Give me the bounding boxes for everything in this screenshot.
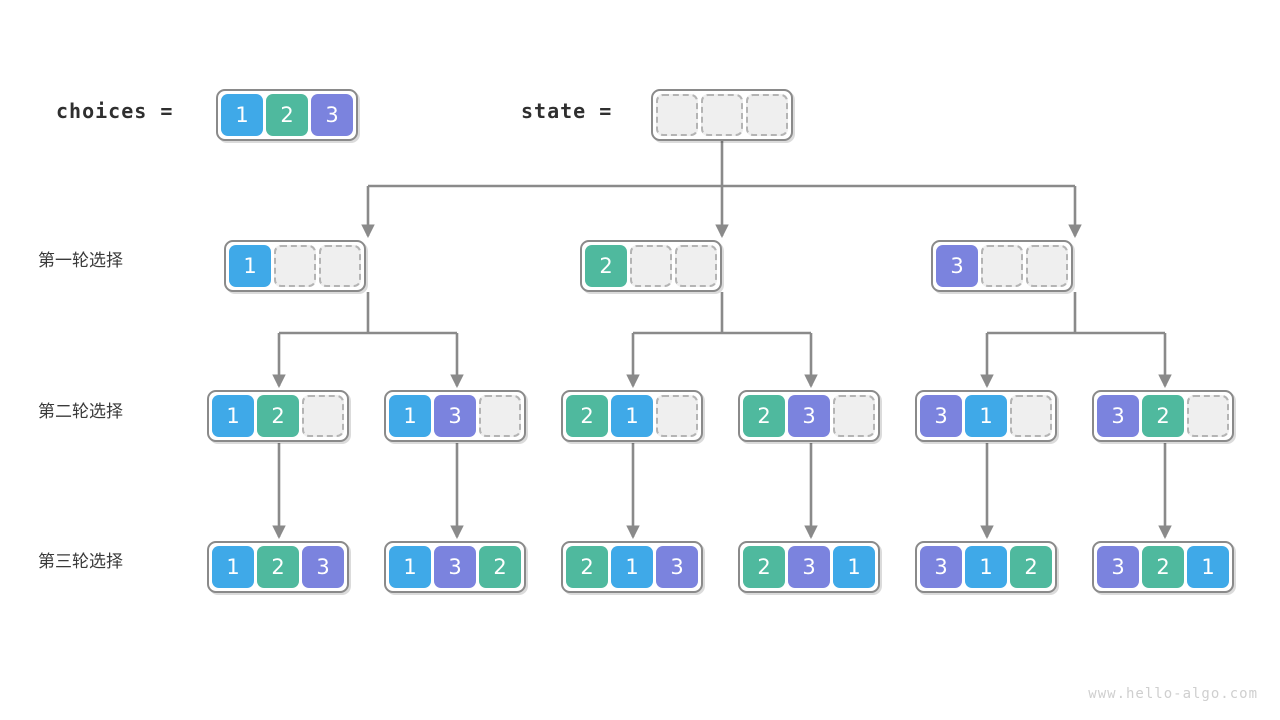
round-1-node-2: 2 bbox=[580, 240, 722, 292]
choices-label: choices = bbox=[56, 99, 174, 123]
state-label: state = bbox=[521, 99, 613, 123]
round-3-node-3-cell-0-value-2: 2 bbox=[566, 546, 608, 588]
round-3-node-1-cell-0-value-1: 1 bbox=[212, 546, 254, 588]
round-2-node-1-cell-1-value-2: 2 bbox=[257, 395, 299, 437]
round-2-node-4-cell-0-value-2: 2 bbox=[743, 395, 785, 437]
site-watermark: www.hello-algo.com bbox=[1088, 686, 1258, 702]
round-2-node-2-cell-1-value-3: 3 bbox=[434, 395, 476, 437]
row-label-round-2: 第二轮选择 bbox=[38, 402, 123, 422]
round-2-node-4-cell-1-value-3: 3 bbox=[788, 395, 830, 437]
round-1-node-3: 3 bbox=[931, 240, 1073, 292]
round-3-node-1-cell-2-value-3: 3 bbox=[302, 546, 344, 588]
round-1-node-1: 1 bbox=[224, 240, 366, 292]
round-1-node-2-cell-1-empty bbox=[630, 245, 672, 287]
round-2-node-2-cell-0-value-1: 1 bbox=[389, 395, 431, 437]
round-2-node-5-cell-2-empty bbox=[1010, 395, 1052, 437]
row-label-round-1: 第一轮选择 bbox=[38, 251, 123, 271]
state-cell-1-empty bbox=[701, 94, 743, 136]
round-2-node-5-cell-1-value-1: 1 bbox=[965, 395, 1007, 437]
choices-cell-0-value-1: 1 bbox=[221, 94, 263, 136]
choices-cell-2-value-3: 3 bbox=[311, 94, 353, 136]
state-cell-0-empty bbox=[656, 94, 698, 136]
round-1-node-1-cell-2-empty bbox=[319, 245, 361, 287]
round-2-node-1-cell-0-value-1: 1 bbox=[212, 395, 254, 437]
round-1-node-1-cell-0-value-1: 1 bbox=[229, 245, 271, 287]
round-3-node-2-cell-0-value-1: 1 bbox=[389, 546, 431, 588]
round-2-node-5-cell-0-value-3: 3 bbox=[920, 395, 962, 437]
round-2-node-3-cell-2-empty bbox=[656, 395, 698, 437]
round-3-node-2-cell-2-value-2: 2 bbox=[479, 546, 521, 588]
round-2-node-3-cell-0-value-2: 2 bbox=[566, 395, 608, 437]
round-2-node-6-cell-2-empty bbox=[1187, 395, 1229, 437]
round-2-node-1-cell-2-empty bbox=[302, 395, 344, 437]
round-3-node-1-cell-1-value-2: 2 bbox=[257, 546, 299, 588]
round-3-node-4-cell-2-value-1: 1 bbox=[833, 546, 875, 588]
round-1-node-3-cell-1-empty bbox=[981, 245, 1023, 287]
round-3-node-4-cell-0-value-2: 2 bbox=[743, 546, 785, 588]
round-1-node-2-cell-2-empty bbox=[675, 245, 717, 287]
round-1-node-1-cell-1-empty bbox=[274, 245, 316, 287]
round-3-node-3-cell-2-value-3: 3 bbox=[656, 546, 698, 588]
round-3-node-4-cell-1-value-3: 3 bbox=[788, 546, 830, 588]
round-2-node-2-cell-2-empty bbox=[479, 395, 521, 437]
round-3-node-5-cell-1-value-1: 1 bbox=[965, 546, 1007, 588]
round-2-node-6-cell-1-value-2: 2 bbox=[1142, 395, 1184, 437]
round-3-node-6-cell-1-value-2: 2 bbox=[1142, 546, 1184, 588]
round-3-node-2-cell-1-value-3: 3 bbox=[434, 546, 476, 588]
round-1-node-2-cell-0-value-2: 2 bbox=[585, 245, 627, 287]
round-2-node-3-cell-1-value-1: 1 bbox=[611, 395, 653, 437]
round-1-node-3-cell-0-value-3: 3 bbox=[936, 245, 978, 287]
round-3-node-6-cell-0-value-3: 3 bbox=[1097, 546, 1139, 588]
round-3-node-6-cell-2-value-1: 1 bbox=[1187, 546, 1229, 588]
round-1-node-3-cell-2-empty bbox=[1026, 245, 1068, 287]
choices-cell-1-value-2: 2 bbox=[266, 94, 308, 136]
state-cell-2-empty bbox=[746, 94, 788, 136]
round-3-node-3-cell-1-value-1: 1 bbox=[611, 546, 653, 588]
round-2-node-4-cell-2-empty bbox=[833, 395, 875, 437]
round-3-node-5-cell-0-value-3: 3 bbox=[920, 546, 962, 588]
state-array bbox=[651, 89, 793, 141]
round-2-node-6-cell-0-value-3: 3 bbox=[1097, 395, 1139, 437]
round-3-node-5-cell-2-value-2: 2 bbox=[1010, 546, 1052, 588]
row-label-round-3: 第三轮选择 bbox=[38, 552, 123, 572]
